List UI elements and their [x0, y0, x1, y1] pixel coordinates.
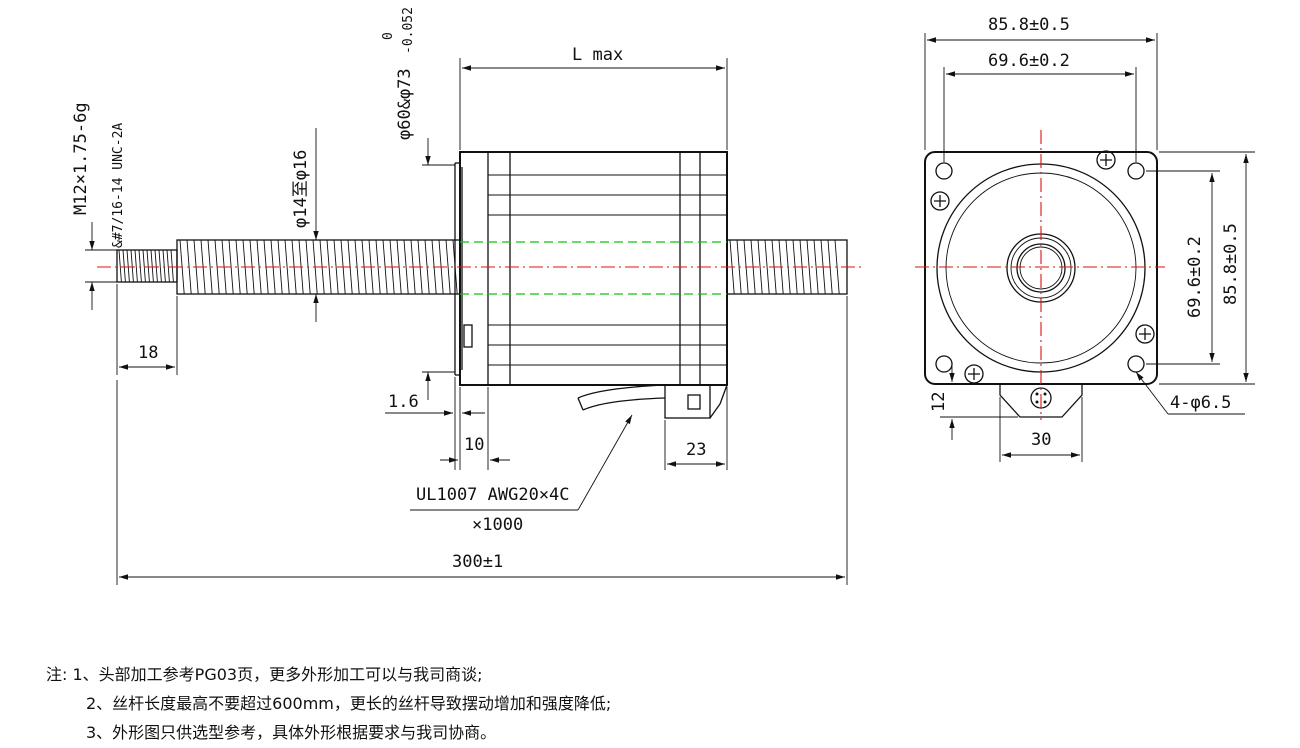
- pilot-diameter-label: φ60&φ73: [395, 68, 415, 140]
- connector-height-label: 12: [929, 392, 949, 412]
- side-view: M12×1.75-6g &#7/16-14 UNC-2A φ60&φ73 0 -…: [71, 7, 862, 585]
- screw-heads: [930, 150, 1155, 384]
- cable-connector: [577, 384, 728, 419]
- note-3: 3、外形图只供选型参考，具体外形根据要求与我司协商。: [46, 718, 611, 747]
- technical-drawing: M12×1.75-6g &#7/16-14 UNC-2A φ60&φ73 0 -…: [71, 7, 1255, 585]
- cable-spec-label: UL1007 AWG20×4C: [416, 485, 570, 505]
- note-1: 注: 1、头部加工参考PG03页，更多外形加工可以与我司商谈;: [46, 660, 611, 689]
- note-2-text: 2、丝杆长度最高不要超过600mm，更长的丝杆导致摆动增加和强度降低;: [86, 694, 612, 713]
- flange-height-label: 85.8±0.5: [1221, 223, 1241, 305]
- unc-spec-label: &#7/16-14 UNC-2A: [111, 123, 126, 248]
- note-2: 2、丝杆长度最高不要超过600mm，更长的丝杆导致摆动增加和强度降低;: [46, 689, 611, 718]
- front-view: 85.8±0.5 69.6±0.2 69.6±0.2 85.8±0.5 4-φ6…: [915, 15, 1255, 462]
- motor-body: [454, 151, 728, 386]
- end-thread: [116, 249, 178, 283]
- note-1-text: 1、头部加工参考PG03页，更多外形加工可以与我司商谈;: [72, 665, 483, 684]
- flange-thickness-label: 1.6: [388, 392, 419, 412]
- notes-prefix: 注:: [46, 665, 68, 684]
- cable-length-label: ×1000: [472, 515, 523, 535]
- pilot-tol-upper: 0: [381, 32, 396, 40]
- thread-length-label: 18: [138, 343, 158, 363]
- mount-hole-bl: [935, 355, 953, 373]
- screw-diameter-label: φ14至φ16: [291, 150, 311, 228]
- note-3-text: 3、外形图只供选型参考，具体外形根据要求与我司协商。: [86, 723, 497, 742]
- total-length-label: 300±1: [452, 552, 503, 572]
- notes-block: 注: 1、头部加工参考PG03页，更多外形加工可以与我司商谈; 2、丝杆长度最高…: [46, 660, 611, 747]
- mount-hole-tr: [1127, 162, 1145, 180]
- connector-length-label: 23: [686, 440, 706, 460]
- hole-spacing-vertical-label: 69.6±0.2: [1185, 236, 1205, 318]
- mount-hole-br: [1127, 355, 1145, 373]
- boss-length-label: 10: [464, 435, 484, 455]
- thread-spec-label: M12×1.75-6g: [71, 102, 91, 215]
- pilot-tol-lower: -0.052: [401, 7, 416, 54]
- flange-width-label: 85.8±0.5: [988, 15, 1070, 35]
- mount-holes-label: 4-φ6.5: [1170, 393, 1231, 413]
- length-label: L max: [572, 45, 623, 65]
- hole-spacing-label: 69.6±0.2: [988, 51, 1070, 71]
- connector-width-label: 30: [1031, 430, 1051, 450]
- mount-hole-tl: [935, 162, 953, 180]
